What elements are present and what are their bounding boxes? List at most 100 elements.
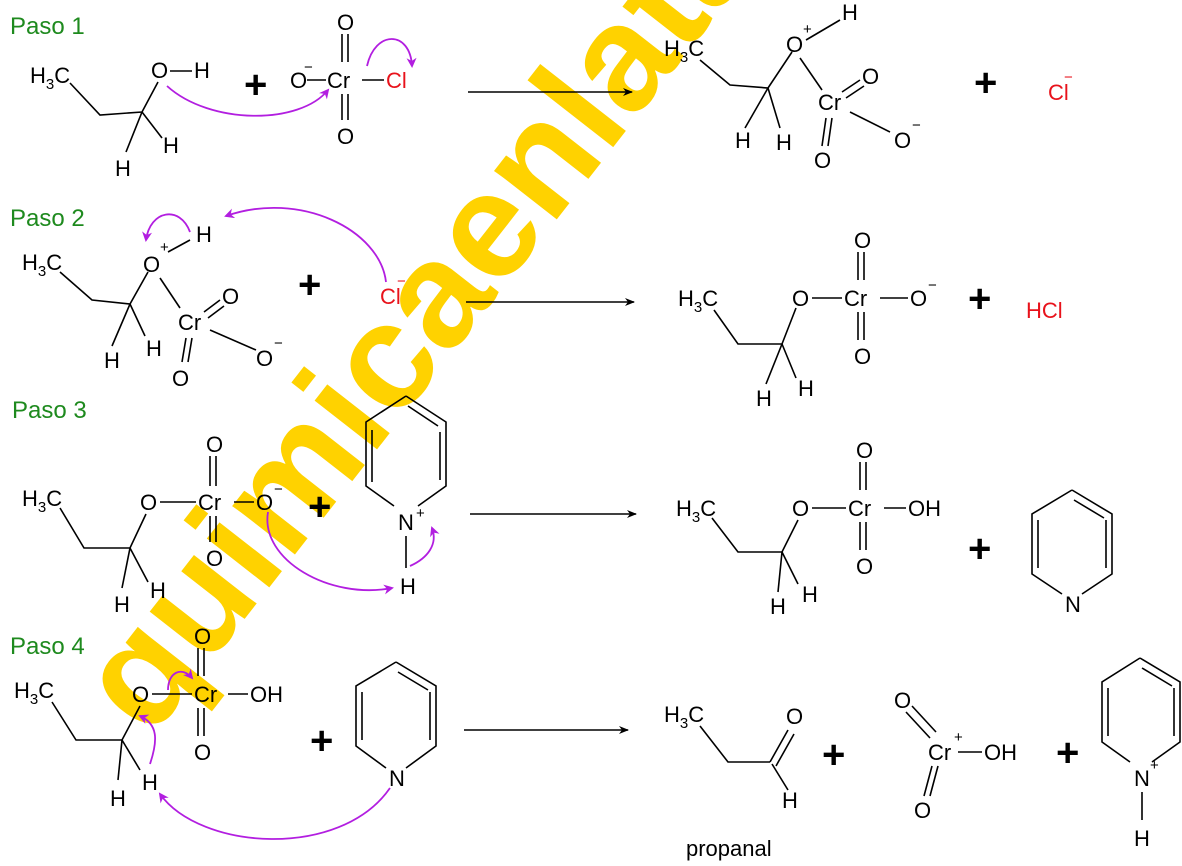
step3-o-bottom: O [206, 546, 223, 571]
step3-o-top: O [206, 432, 223, 457]
step3-p-h-right: H [802, 582, 818, 607]
step4-curly-arrow-o-cr [167, 668, 194, 691]
step2-p-h-right: H [798, 376, 814, 401]
step2-o-bottom: O [172, 366, 189, 391]
step1-plus-1: + [244, 63, 267, 107]
step3-curly-arrow-o-h [266, 511, 394, 595]
step-label-4: Paso 4 [10, 633, 85, 660]
step1-hydroxyl-h: H [194, 58, 210, 83]
step3-pyr-plus-charge: + [416, 505, 425, 522]
step1-curly-arrow-o-cr [166, 85, 330, 117]
step4-h-right: H [142, 770, 158, 795]
step2-chloride: Cl [380, 284, 401, 309]
step4-curly-arrow-ch-o [138, 714, 156, 765]
step3-pyridine: N [1031, 489, 1113, 617]
step2-o-minus: O [256, 346, 273, 371]
step1-chromium: Cr [327, 68, 350, 93]
step4-reactant-chromic-ester: H3C O Cr O O OH H H [14, 624, 283, 811]
step1-h-right: H [163, 133, 179, 158]
step1-p-chromium: Cr [818, 90, 841, 115]
step4-pyrh-h: H [1134, 826, 1150, 851]
step2-p-o-minus: O [910, 286, 927, 311]
product-label-propanal: propanal [686, 836, 772, 861]
step2-plus-1: + [298, 263, 321, 307]
step3-p-o-top: O [856, 438, 873, 463]
step2-p-o-bottom: O [854, 344, 871, 369]
step2-p-oxygen: O [792, 286, 809, 311]
step4-p-aldehyde-h: H [782, 788, 798, 813]
step1-o-top: O [337, 10, 354, 35]
step4-product-chromium-species: O Cr + OH O [894, 688, 1017, 823]
step4-p-methyl: H3C [664, 702, 704, 732]
step1-o-minus: O [290, 68, 307, 93]
step1-p-h-right: H [776, 130, 792, 155]
step2-p-minus-charge: − [928, 277, 937, 294]
step1-p-plus-charge: + [803, 21, 812, 38]
step1-minus-charge: − [304, 59, 313, 76]
step3-chromium: Cr [198, 490, 221, 515]
step1-product-chromate-ester: H3C O + H Cr O O O − H H [664, 0, 921, 173]
step3-methyl: H3C [22, 486, 62, 516]
step1-p-h-top: H [842, 0, 858, 25]
step3-p-h-bottom: H [770, 594, 786, 619]
step2-p-o-top: O [854, 228, 871, 253]
step3-oxygen: O [140, 490, 157, 515]
step2-oxygen: O [143, 252, 160, 277]
step1-p-minus-charge: − [912, 117, 921, 134]
step2-methyl: H3C [22, 250, 62, 280]
step3-product-chromic-ester: H3C O Cr O O OH H H [676, 438, 941, 619]
step2-h-right: H [146, 336, 162, 361]
step4-cr-o-bottom: O [914, 798, 931, 823]
step1-methyl-group: H3C [30, 63, 70, 93]
step3-minus-charge: − [274, 481, 283, 498]
step3-p-o-bottom: O [856, 554, 873, 579]
step1-p-o-minus: O [894, 128, 911, 153]
step3-pyr-nitrogen: N [398, 510, 414, 535]
step1-chromyl-chloride: O − Cr O O Cl [290, 10, 407, 149]
step3-pyridine-nitrogen: N [1065, 592, 1081, 617]
step1-propanol: H3C O H H H [30, 58, 210, 181]
step4-pyrh-nitrogen: N [1134, 766, 1150, 791]
step4-h-bottom: H [110, 786, 126, 811]
step2-minus-charge: − [274, 335, 283, 352]
step2-curly-arrow-cl-h [224, 206, 387, 283]
step2-p-h-left: H [756, 386, 772, 411]
step2-product-chromate: H3C O Cr O O O − H H [678, 228, 937, 411]
step3-p-oxygen: O [792, 496, 809, 521]
step4-plus-3: + [1056, 731, 1079, 775]
step3-h-right: H [150, 578, 166, 603]
step-label-1: Paso 1 [10, 13, 85, 40]
step1-chloride-charge: − [1064, 69, 1073, 86]
step3-pyr-h: H [400, 574, 416, 599]
step3-p-chromium: Cr [848, 496, 871, 521]
step3-reactant-chromate: H3C O Cr O O O − H H [22, 432, 283, 617]
step3-pyridinium: N + H [365, 395, 447, 599]
step3-plus-1: + [308, 485, 331, 529]
step4-o-bottom: O [194, 740, 211, 765]
step2-chromium: Cr [178, 310, 201, 335]
step2-plus-charge: + [160, 239, 169, 256]
step1-p-oxygen: O [786, 32, 803, 57]
step2-p-chromium: Cr [844, 286, 867, 311]
step4-cr-hydroxyl: OH [984, 740, 1017, 765]
step2-chloride-charge: − [397, 273, 406, 290]
step4-cr-o-top: O [894, 688, 911, 713]
step3-p-hydroxyl: OH [908, 496, 941, 521]
step1-p-methyl: H3C [664, 36, 704, 66]
step2-h-left: H [104, 348, 120, 373]
step4-plus-2: + [822, 733, 845, 777]
step2-plus-2: + [968, 277, 991, 321]
step4-o-top: O [194, 624, 211, 649]
step2-h-top: H [196, 222, 212, 247]
step1-h-bottom: H [115, 156, 131, 181]
step4-oxygen: O [132, 682, 149, 707]
step4-methyl: H3C [14, 678, 54, 708]
step4-pyridine: N [355, 661, 437, 791]
step3-plus-2: + [968, 527, 991, 571]
step4-chromium: Cr [194, 682, 217, 707]
step4-hydroxyl: OH [250, 682, 283, 707]
step-label-3: Paso 3 [12, 397, 87, 424]
step1-o-bottom: O [337, 124, 354, 149]
step2-hcl: HCl [1026, 298, 1063, 323]
